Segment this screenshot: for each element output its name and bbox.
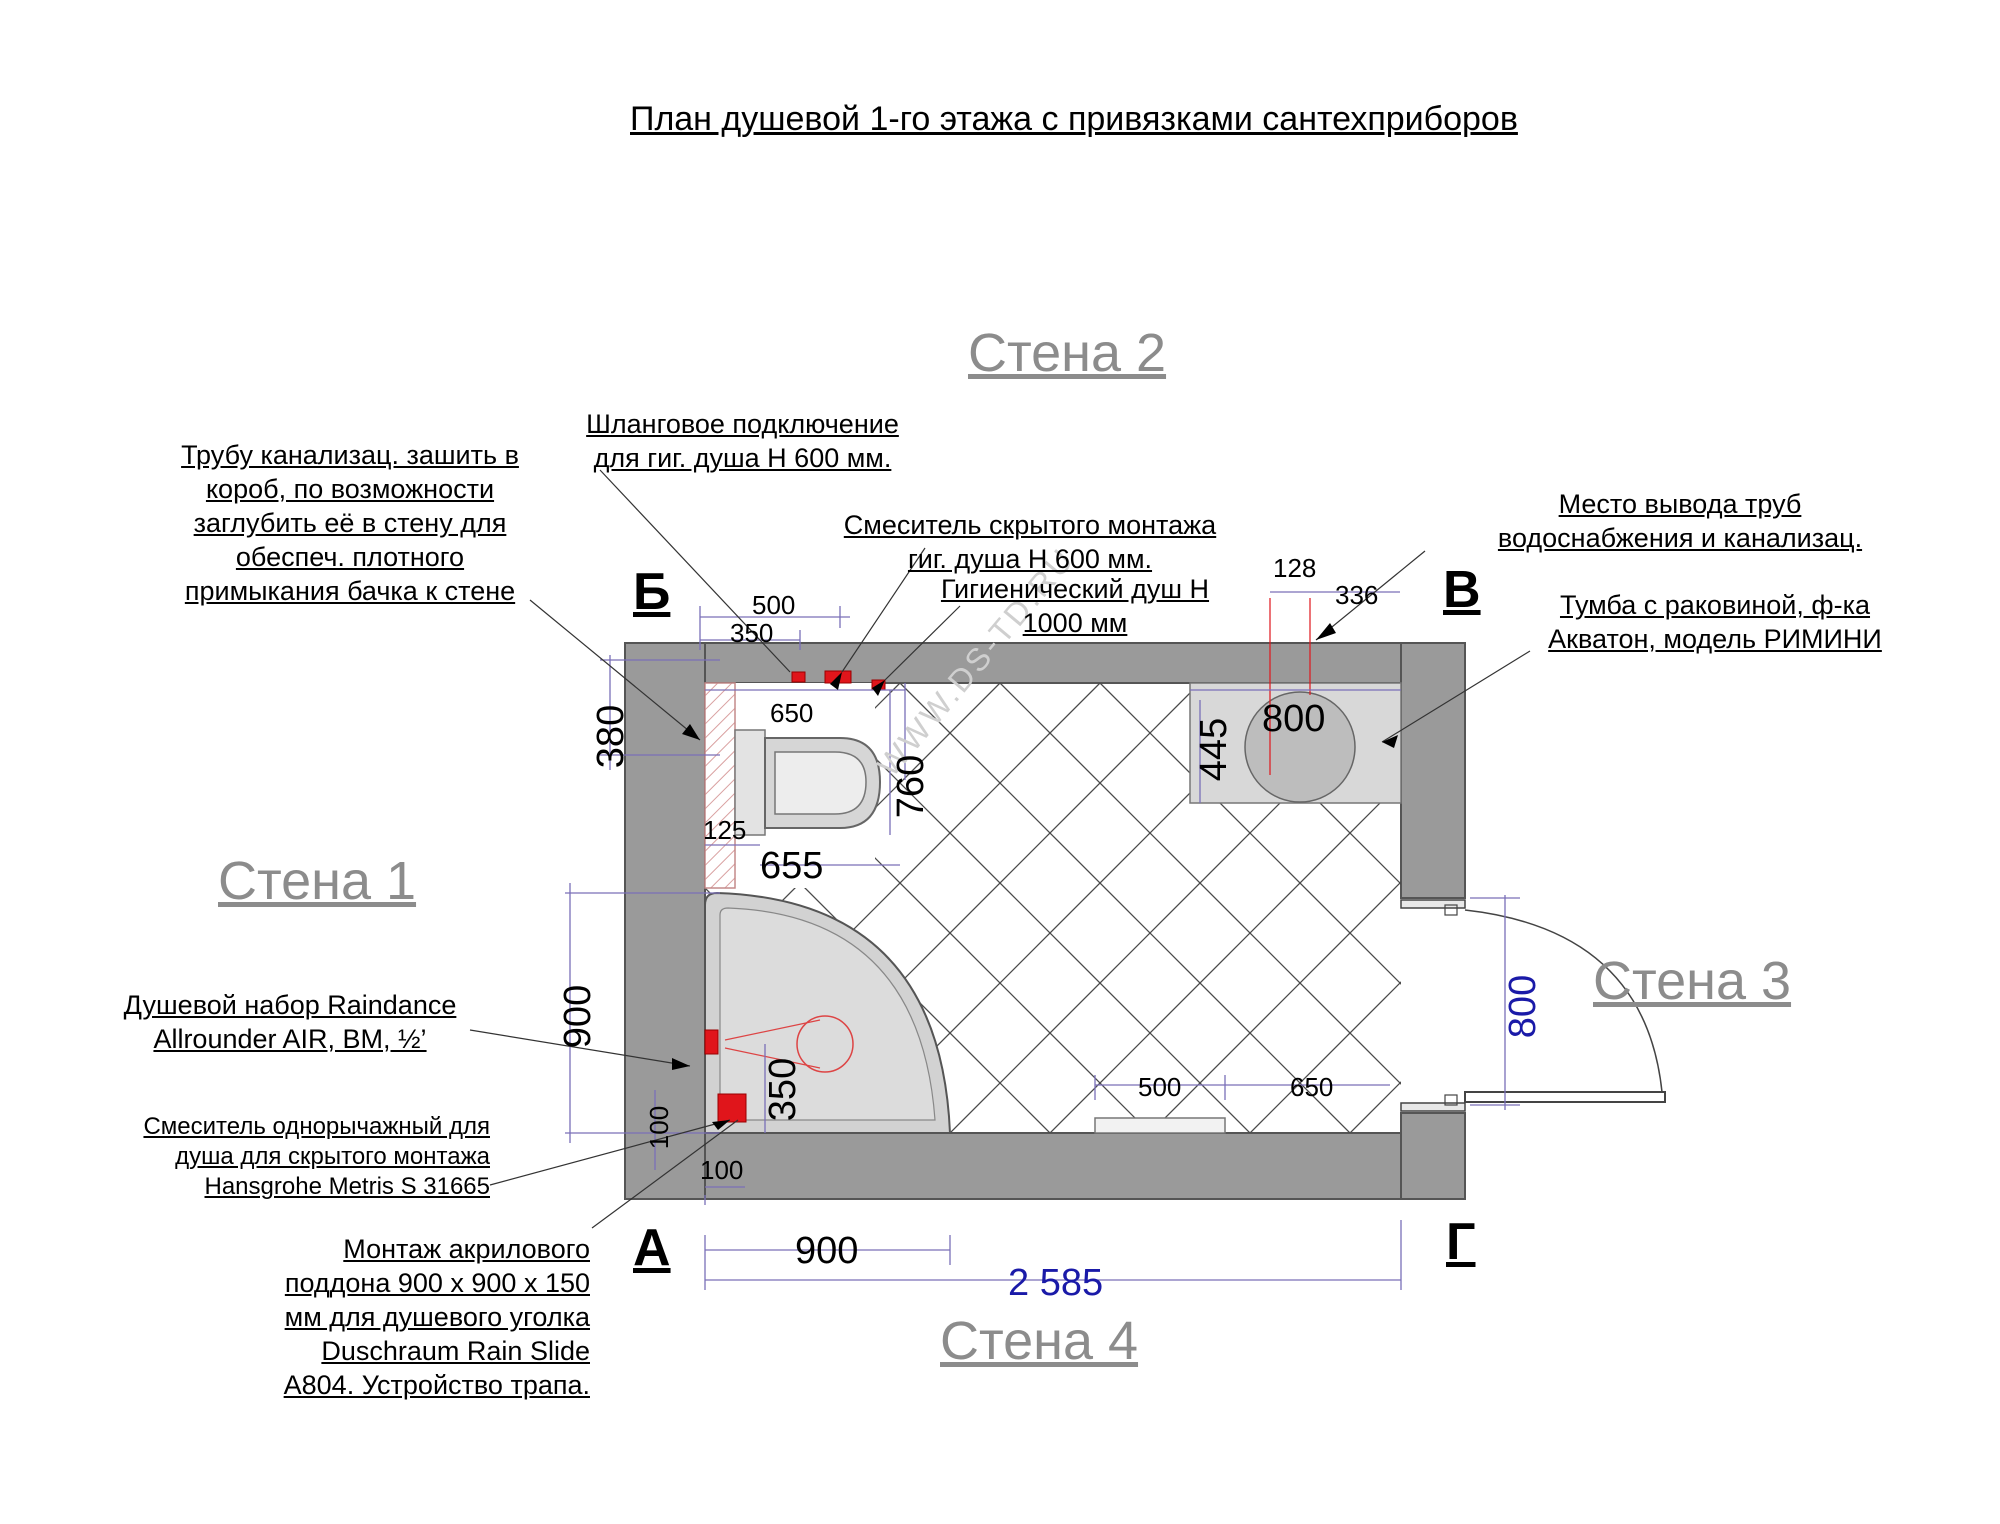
walls <box>624 642 1466 1200</box>
dim-655: 655 <box>760 845 824 887</box>
toilet <box>734 729 882 836</box>
dim-125: 125 <box>703 815 747 845</box>
dim-445: 445 <box>1193 717 1236 782</box>
annotation-acrylic-tray: Монтаж акрилового поддона 900 х 900 х 15… <box>283 1234 590 1400</box>
annotation-pipe-outlet: Место вывода труб водоснабжения и канали… <box>1497 489 1863 553</box>
wall-top <box>624 642 1466 684</box>
wall-label-1: Стена 1 <box>218 851 417 911</box>
leader-lines <box>469 469 1531 1229</box>
dim-650-top: 650 <box>770 698 814 728</box>
dim-128: 128 <box>1273 553 1317 583</box>
dim-100-bottom: 100 <box>700 1155 744 1185</box>
annotation-hidden-mixer: Смеситель скрытого монтажа гиг. душа Н 6… <box>843 510 1217 574</box>
door <box>1400 899 1666 1112</box>
shower-set-point <box>704 1029 719 1055</box>
mixer-point <box>717 1093 747 1123</box>
dim-800-sink: 800 <box>1262 698 1326 740</box>
vanity <box>1189 682 1402 804</box>
corner-label-v: В <box>1443 561 1481 619</box>
dim-900-left: 900 <box>557 984 600 1049</box>
dim-100-left: 100 <box>644 1105 675 1150</box>
dim-650-bottom: 650 <box>1290 1072 1334 1102</box>
annotation-hose-connection: Шланговое подключение для гиг. душа Н 60… <box>586 409 899 473</box>
wall-right-upper <box>1400 642 1466 899</box>
bench <box>1094 1117 1226 1134</box>
annotation-hygienic-shower: Гигиенический душ Н 1000 мм <box>940 574 1210 638</box>
dim-500-bottom: 500 <box>1138 1072 1182 1102</box>
dim-2585: 2 585 <box>1008 1262 1104 1304</box>
dim-760: 760 <box>890 754 933 819</box>
dim-350-top: 350 <box>730 618 774 648</box>
dim-336: 336 <box>1335 580 1379 610</box>
wall-label-4: Стена 4 <box>940 1311 1139 1371</box>
annotation-single-lever-mixer: Смеситель однорычажный для душа для скры… <box>143 1113 490 1200</box>
dim-800-door: 800 <box>1502 974 1545 1039</box>
corner-label-b: Б <box>633 563 671 621</box>
hose-connection-point <box>791 671 806 683</box>
dim-500-top: 500 <box>752 590 796 620</box>
wall-bottom <box>624 1132 1466 1200</box>
annotation-sewer-pipe: Трубу канализац. зашить в короб, по возм… <box>181 440 519 606</box>
annotation-shower-set: Душевой набор Raindance Allrounder AIR, … <box>123 990 457 1054</box>
wall-label-3: Стена 3 <box>1593 951 1792 1011</box>
arrowheads <box>672 623 1398 1130</box>
corner-label-g: Г <box>1446 1213 1476 1271</box>
pipe-outlet-lines <box>1269 598 1311 775</box>
dimension-lines <box>565 591 1520 1290</box>
wall-label-2: Стена 2 <box>968 323 1167 383</box>
drawing-title: План душевой 1-го этажа с привязками сан… <box>630 100 1518 138</box>
dim-380: 380 <box>590 704 633 769</box>
corner-label-a: А <box>633 1219 671 1277</box>
dim-900-bottom: 900 <box>795 1230 859 1272</box>
dim-350-left: 350 <box>762 1057 805 1122</box>
sewer-box <box>704 682 736 889</box>
wall-right-lower <box>1400 1112 1466 1200</box>
shower-tray <box>704 891 952 1134</box>
annotation-vanity: Тумба с раковиной, ф-ка Акватон, модель … <box>1548 590 1882 654</box>
